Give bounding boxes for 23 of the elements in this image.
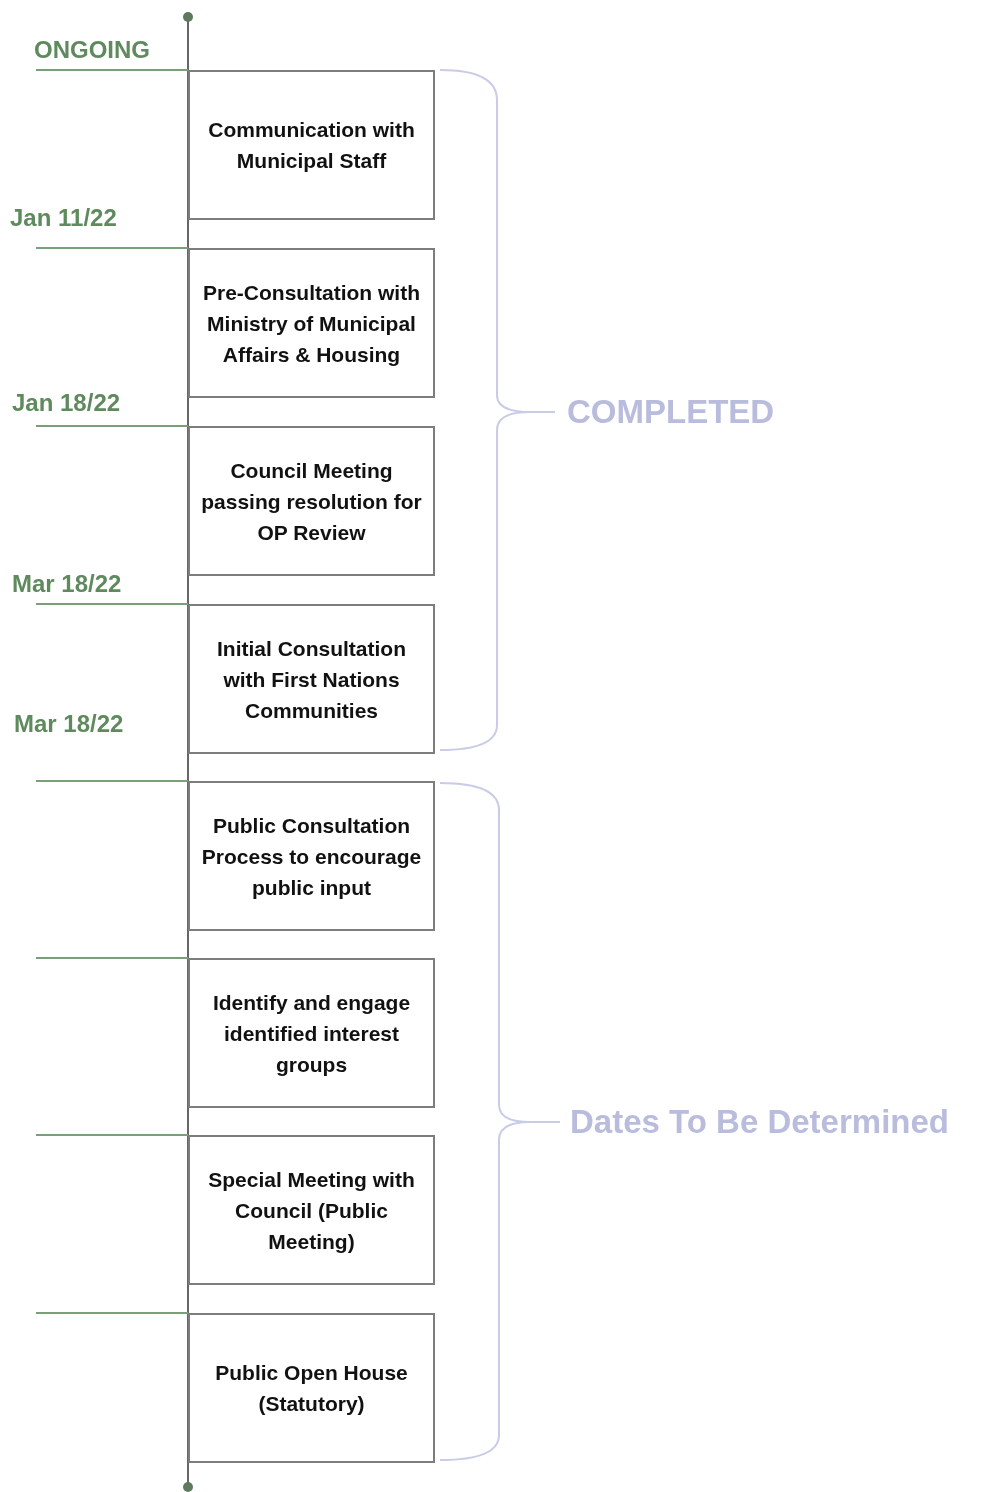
step-text: Initial Consultation with First Nations Communities: [216, 635, 407, 724]
step-box: [188, 1313, 435, 1463]
date-label: Jan 18/22: [12, 389, 121, 417]
step-text: Pre-Consultation with Ministry of Municipal Affairs & Housing: [202, 279, 421, 368]
step-box: [188, 70, 435, 220]
step-box: [188, 1135, 435, 1285]
step-text: Identify and engage identified interest groups: [211, 989, 412, 1078]
group-label: Dates To Be Determined: [570, 1103, 949, 1141]
step-text: Public Consultation Process to encourage public input: [200, 812, 423, 901]
group-label: COMPLETED: [567, 393, 775, 431]
step-box: [188, 604, 435, 754]
step-text: Special Meeting with Council (Public Meeting): [207, 1166, 416, 1255]
date-label: ONGOING: [34, 36, 150, 64]
step-box: [188, 248, 435, 398]
step-box: [188, 958, 435, 1108]
step-text: Public Open House (Statutory): [214, 1360, 409, 1417]
step-box: [188, 781, 435, 931]
step-text: Communication with Municipal Staff: [207, 117, 416, 174]
step-box: [188, 426, 435, 576]
date-label: Jan 11/22: [10, 204, 117, 232]
date-label: Mar 18/22: [14, 710, 124, 738]
step-text: Council Meeting passing resolution for OP Review: [200, 457, 423, 546]
date-label: Mar 18/22: [12, 570, 122, 598]
